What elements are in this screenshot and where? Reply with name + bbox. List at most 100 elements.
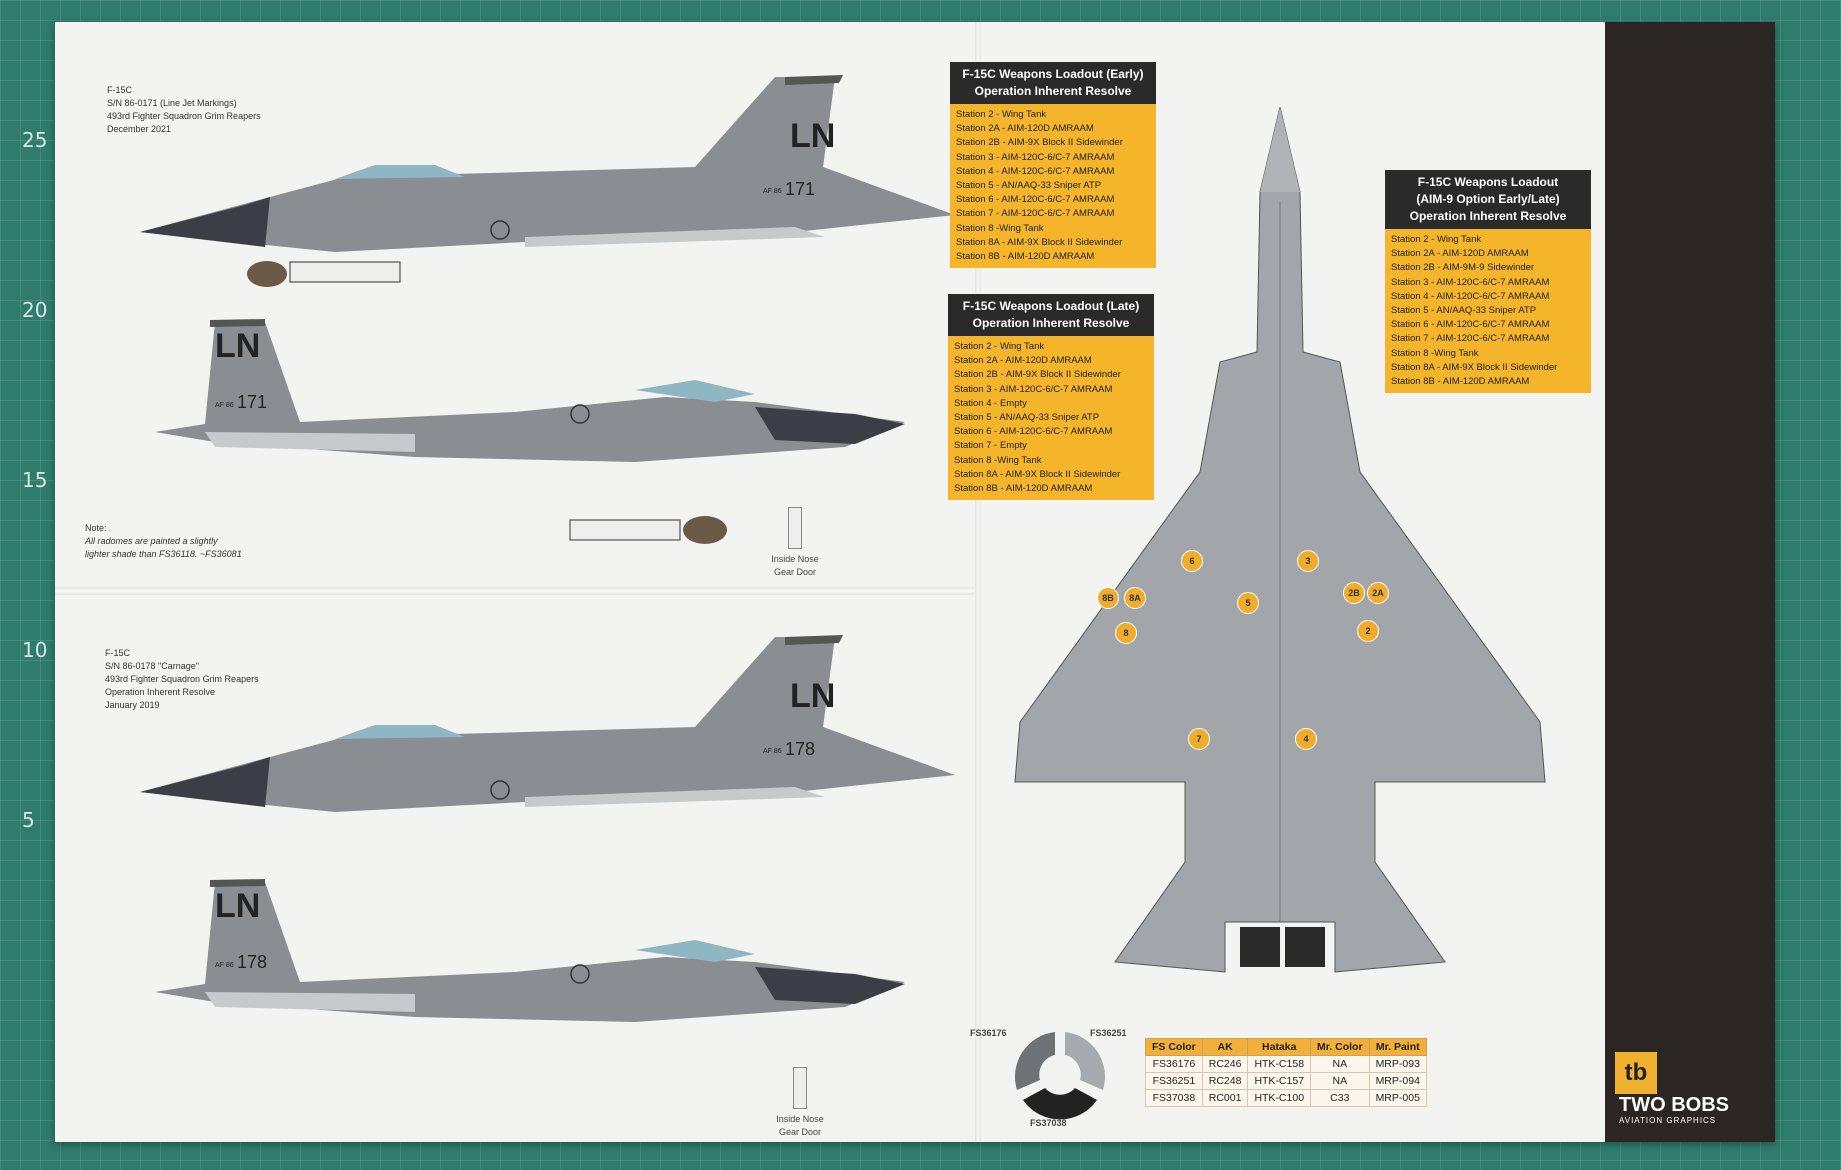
- loadout-item: Station 8A - AIM-9X Block II Sidewinder: [954, 468, 1121, 480]
- tail-code: LN: [790, 117, 835, 155]
- paint-cell: MRP-093: [1368, 1055, 1427, 1073]
- loadout-item: Station 2B - AIM-9M-9 Sidewinder: [1391, 262, 1535, 274]
- loadout-early-box: F-15C Weapons Loadout (Early)Operation I…: [950, 62, 1156, 269]
- loadout-item: Station 8A - AIM-9X Block II Sidewinder: [1391, 361, 1558, 373]
- loadout-item: Station 2A - AIM-120D AMRAAM: [1391, 248, 1529, 260]
- loadout-item: Station 3 - AIM-120C-6/C-7 AMRAAM: [956, 151, 1115, 163]
- loadout-item: Station 2A - AIM-120D AMRAAM: [956, 123, 1094, 135]
- tail-number: 178: [237, 952, 267, 972]
- tail-small: AF 86: [763, 748, 782, 755]
- loadout-late-box: F-15C Weapons Loadout (Late)Operation In…: [948, 294, 1154, 501]
- paint-cell: HTK-C157: [1247, 1072, 1312, 1090]
- dark-side-panel: [1605, 22, 1775, 1142]
- two-bobs-logo: tb TWO BOBS AVIATION GRAPHICS: [1615, 1052, 1775, 1125]
- loadout-item: Station 2 - Wing Tank: [954, 341, 1045, 352]
- station-marker: 2B: [1343, 582, 1365, 604]
- loadout-item: Station 8A - AIM-9X Block II Sidewinder: [956, 236, 1123, 248]
- paint-cell: FS36251: [1145, 1072, 1203, 1090]
- loadout-item: Station 5 - AN/AAQ-33 Sniper ATP: [954, 412, 1100, 424]
- loadout-item: Station 6 - AIM-120C-6/C-7 AMRAAM: [954, 426, 1113, 438]
- side-profile-aircraft: LN AF 86 171: [140, 75, 955, 252]
- tail-small: AF 86: [215, 402, 234, 409]
- paint-cell: RC001: [1201, 1089, 1249, 1107]
- emblem-banner: [247, 261, 401, 287]
- loadout-item: Station 4 - AIM-120C-6/C-7 AMRAAM: [956, 165, 1115, 177]
- tail-small: AF 86: [763, 188, 782, 195]
- station-marker: 8: [1115, 622, 1137, 644]
- paint-cell: MRP-005: [1368, 1089, 1427, 1107]
- station-marker: 3: [1297, 550, 1319, 572]
- loadout-item: Station 3 - AIM-120C-6/C-7 AMRAAM: [1391, 276, 1550, 288]
- color-swatch-ring: [1014, 1032, 1106, 1120]
- side-profile-aircraft: LN AF 86 178: [140, 635, 955, 812]
- station-marker: 6: [1181, 550, 1203, 572]
- tail-code: LN: [215, 327, 260, 365]
- ruler-mark: 5: [22, 808, 35, 832]
- loadout-item: Station 7 - Empty: [954, 440, 1027, 452]
- loadout-item: Station 5 - AN/AAQ-33 Sniper ATP: [1391, 305, 1537, 317]
- paint-cell: MRP-094: [1368, 1072, 1427, 1090]
- loadout-item: Station 8 -Wing Tank: [1391, 347, 1479, 359]
- loadout-aim9-box: F-15C Weapons Loadout(AIM-9 Option Early…: [1385, 170, 1591, 394]
- loadout-item: Station 8B - AIM-120D AMRAAM: [956, 251, 1095, 263]
- loadout-item: Station 6 - AIM-120C-6/C-7 AMRAAM: [956, 194, 1115, 206]
- side-profile-aircraft: LN AF 86 178: [155, 879, 905, 1022]
- loadout-item: Station 7 - AIM-120C-6/C-7 AMRAAM: [1391, 333, 1550, 345]
- loadout-item: Station 4 - Empty: [954, 397, 1027, 409]
- tail-number: 171: [785, 179, 815, 199]
- paint-cell: C33: [1310, 1089, 1370, 1107]
- paint-cell: HTK-C158: [1247, 1055, 1312, 1073]
- emblem-banner: [569, 516, 727, 544]
- tail-code: LN: [790, 677, 835, 715]
- fold-line-vertical: [975, 22, 981, 1142]
- station-marker: 7: [1188, 728, 1210, 750]
- paint-cell: HTK-C100: [1247, 1089, 1312, 1107]
- tail-code: LN: [215, 887, 260, 925]
- swatch-label: FS36176: [970, 1028, 1007, 1038]
- loadout-item: Station 2 - Wing Tank: [956, 109, 1047, 120]
- loadout-item: Station 8 -Wing Tank: [956, 222, 1044, 234]
- station-marker: 2A: [1367, 582, 1389, 604]
- paint-cell: NA: [1310, 1072, 1370, 1090]
- logo-mark-icon: tb: [1615, 1052, 1657, 1094]
- ruler-mark: 20: [22, 298, 48, 322]
- station-marker: 5: [1237, 592, 1259, 614]
- loadout-item: Station 2A - AIM-120D AMRAAM: [954, 355, 1092, 367]
- ruler-mark: 10: [22, 638, 48, 662]
- loadout-item: Station 5 - AN/AAQ-33 Sniper ATP: [956, 180, 1102, 192]
- station-marker: 2: [1357, 620, 1379, 642]
- loadout-item: Station 8B - AIM-120D AMRAAM: [954, 483, 1093, 495]
- side-profile-aircraft: LN AF 86 171: [155, 319, 905, 462]
- loadout-item: Station 6 - AIM-120C-6/C-7 AMRAAM: [1391, 319, 1550, 331]
- swatch-label: FS37038: [1030, 1118, 1067, 1128]
- paint-cell: FS36176: [1145, 1055, 1203, 1073]
- tail-number: 171: [237, 392, 267, 412]
- paint-cell: NA: [1310, 1055, 1370, 1073]
- ruler-mark: 25: [22, 128, 48, 152]
- loadout-item: Station 7 - AIM-120C-6/C-7 AMRAAM: [956, 208, 1115, 220]
- paint-cell: FS37038: [1145, 1089, 1203, 1107]
- top-view-aircraft: [1014, 106, 1546, 973]
- station-marker: 8B: [1097, 587, 1119, 609]
- loadout-item: Station 2B - AIM-9X Block II Sidewinder: [954, 369, 1121, 381]
- ruler-mark: 15: [22, 468, 48, 492]
- tail-small: AF 86: [215, 962, 234, 969]
- swatch-label: FS36251: [1090, 1028, 1127, 1038]
- loadout-item: Station 8 -Wing Tank: [954, 454, 1042, 466]
- loadout-item: Station 3 - AIM-120C-6/C-7 AMRAAM: [954, 383, 1113, 395]
- loadout-item: Station 2B - AIM-9X Block II Sidewinder: [956, 137, 1123, 149]
- station-marker: 8A: [1124, 587, 1146, 609]
- loadout-item: Station 4 - AIM-120C-6/C-7 AMRAAM: [1391, 290, 1550, 302]
- loadout-item: Station 2 - Wing Tank: [1391, 234, 1482, 245]
- loadout-item: Station 8B - AIM-120D AMRAAM: [1391, 376, 1530, 388]
- tail-number: 178: [785, 739, 815, 759]
